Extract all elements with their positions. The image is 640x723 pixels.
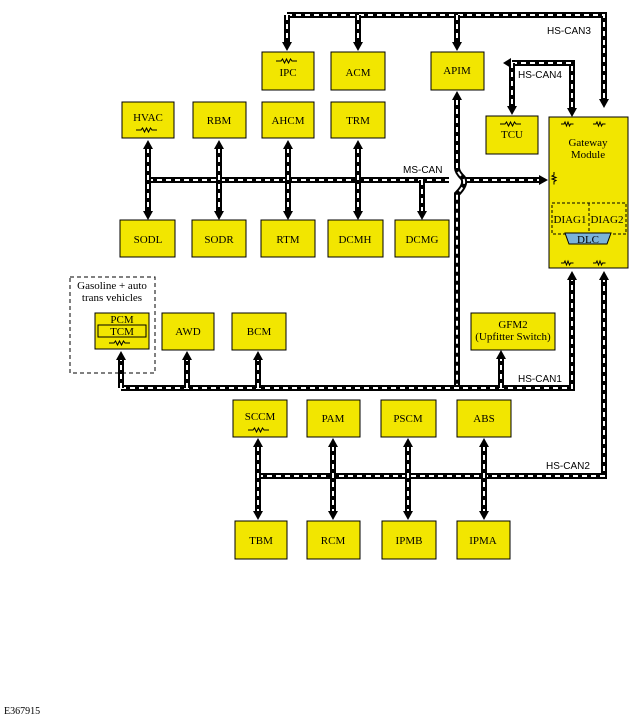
pam-label: PAM (322, 413, 345, 425)
gfm2-label-line1: GFM2 (498, 319, 527, 331)
module-ipmb: IPMB (381, 520, 437, 560)
bcm-label: BCM (247, 326, 272, 338)
sodl-label: SODL (134, 234, 163, 246)
hs-can1-bus (118, 280, 575, 391)
module-awd: AWD (161, 312, 215, 351)
sccm-label: SCCM (245, 411, 276, 423)
hs-can3-drops (284, 15, 607, 99)
module-pam: PAM (306, 399, 361, 438)
gateway-label-line1: Gateway (568, 137, 608, 149)
module-hvac: HVAC (121, 101, 175, 139)
module-dcmg: DCMG (394, 219, 450, 258)
hs-can3-bus (287, 12, 607, 48)
module-tbm: TBM (234, 520, 288, 560)
ahcm-label: AHCM (271, 115, 304, 127)
module-gateway: Gateway Module DIAG1 DIAG2 DLC (548, 116, 629, 269)
module-dcmh: DCMH (327, 219, 384, 258)
acm-label: ACM (345, 67, 370, 79)
rbm-label: RBM (207, 115, 232, 127)
module-acm: ACM (330, 51, 386, 91)
hvac-label: HVAC (133, 112, 163, 124)
gateway-label-line2: Module (571, 149, 605, 161)
ipmb-label: IPMB (396, 535, 423, 547)
abs-label: ABS (473, 413, 494, 425)
ipma-label: IPMA (469, 535, 497, 547)
module-trm: TRM (330, 101, 386, 139)
tbm-label: TBM (249, 535, 273, 547)
group-label-line2: trans vehicles (82, 292, 142, 304)
module-ipma: IPMA (456, 520, 511, 560)
awd-label: AWD (175, 326, 200, 338)
module-abs: ABS (456, 399, 512, 438)
hs-can4-label: HS-CAN4 (518, 70, 562, 81)
diag1-label: DIAG1 (554, 214, 587, 226)
tcm-label: TCM (110, 326, 134, 338)
pcm-label: PCM (110, 314, 133, 326)
hs-can3-label: HS-CAN3 (547, 26, 591, 37)
hs-can2-bus (255, 280, 607, 512)
module-rbm: RBM (192, 101, 247, 139)
module-pscm: PSCM (380, 399, 437, 438)
modules: IPC ACM APIM TCU Gateway Module DIAG1 DI… (94, 51, 629, 560)
arrowheads (116, 42, 609, 520)
module-bcm: BCM (231, 312, 287, 351)
dlc-connector-icon (564, 232, 612, 245)
trm-label: TRM (346, 115, 370, 127)
apim-label: APIM (443, 65, 471, 77)
dcmg-label: DCMG (405, 234, 438, 246)
ipc-label: IPC (279, 67, 296, 79)
pscm-label: PSCM (393, 413, 423, 425)
module-sccm: SCCM (232, 399, 288, 438)
ms-can-bus (145, 148, 540, 212)
group-label-line1: Gasoline + auto (77, 280, 147, 292)
tcu-label: TCU (501, 129, 523, 141)
module-rtm: RTM (260, 219, 316, 258)
module-pcm-tcm: PCM TCM (94, 312, 150, 350)
module-ipc: IPC (261, 51, 315, 91)
dcmh-label: DCMH (338, 234, 371, 246)
module-apim: APIM (430, 51, 485, 91)
hs-can4-bus (509, 60, 575, 108)
rtm-label: RTM (276, 234, 299, 246)
module-gfm2: GFM2 (Upfitter Switch) (470, 312, 556, 351)
module-rcm: RCM (306, 520, 361, 560)
hs-can1-label: HS-CAN1 (518, 374, 562, 385)
module-sodr: SODR (191, 219, 247, 258)
dlc-label: DLC (577, 234, 599, 246)
module-ahcm: AHCM (261, 101, 315, 139)
rcm-label: RCM (321, 535, 346, 547)
bus-lines (118, 12, 607, 512)
ms-can-label: MS-CAN (403, 165, 442, 176)
diag2-label: DIAG2 (591, 214, 624, 226)
apim-link (454, 100, 468, 388)
gasoline-group-box (69, 276, 156, 374)
hs-can2-label: HS-CAN2 (546, 461, 590, 472)
module-tcu: TCU (485, 115, 539, 155)
module-sodl: SODL (119, 219, 176, 258)
gfm2-label-line2: (Upfitter Switch) (475, 331, 551, 343)
sodr-label: SODR (204, 234, 234, 246)
figure-reference: E367915 (4, 706, 41, 717)
